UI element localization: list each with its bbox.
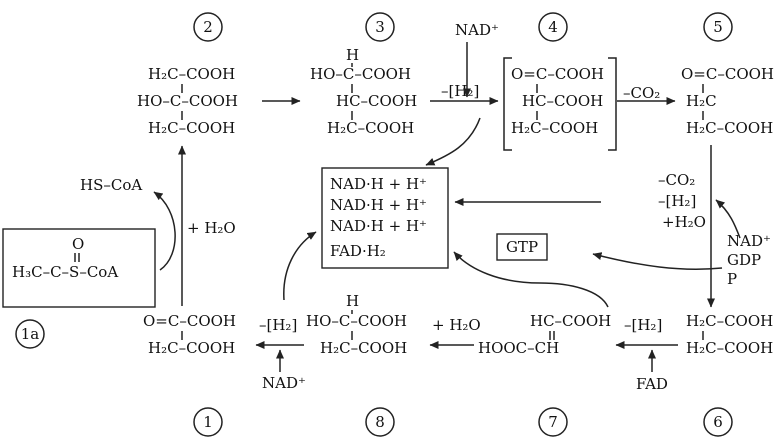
compound-3-row-1: H (346, 46, 359, 64)
compound-6-succinate: H₂C–COOH H₂C–COOH (686, 312, 773, 357)
compound-4-row-2: HC–COOH (522, 92, 603, 110)
compound-4-row-3: H₂C–COOH (511, 119, 598, 137)
number-6: 6 (703, 407, 733, 437)
compound-6-row-1: H₂C–COOH (686, 312, 773, 330)
arrow-fadh2-out (453, 251, 609, 308)
compound-7-row-1: HC–COOH (530, 312, 611, 330)
compound-1a-row: H₃C–C–S–CoA (12, 263, 118, 281)
compound-8-malate: H HO–C–COOH H₂C–COOH (306, 292, 407, 357)
compound-4-row-1: O=C–COOH (511, 65, 604, 83)
label-right-h2o: +H₂O (662, 213, 706, 231)
label-right-p: P (727, 270, 737, 288)
arrow-nadh-out-top (425, 117, 481, 166)
compound-5-row-1: O=C–COOH (681, 65, 774, 83)
products-nadh-2: NAD·H + H⁺ (330, 196, 427, 214)
compound-1a-acetyl-coa: O H₃C–C–S–CoA (2, 228, 156, 308)
compound-1-row-2: H₂C–COOH (148, 339, 235, 357)
arrow-hs-coa-release (153, 191, 176, 271)
label-fad: FAD (636, 375, 668, 393)
number-3: 3 (365, 12, 395, 42)
compound-3-isocitrate: H HO–C–COOH HC–COOH H₂C–COOH (310, 46, 417, 137)
label-right-nad: NAD⁺ (727, 232, 771, 250)
compound-3-row-4: H₂C–COOH (327, 119, 414, 137)
compound-8-row-3: H₂C–COOH (320, 339, 407, 357)
compound-7-row-2: HOOC–CH (478, 339, 559, 357)
arrow-nad-in-right (715, 199, 741, 239)
compound-3-row-3: HC–COOH (336, 92, 417, 110)
number-5-text: 5 (713, 18, 723, 36)
number-8: 8 (365, 407, 395, 437)
label-right-h2: –[H₂] (658, 192, 696, 210)
compound-3-row-2: HO–C–COOH (310, 65, 411, 83)
number-1: 1 (193, 407, 223, 437)
compound-2-row-1: H₂C–COOH (148, 65, 235, 83)
gtp-box: GTP (496, 233, 548, 261)
label-minus-h2-81: –[H₂] (259, 316, 297, 334)
compound-4-oxalosuccinate: O=C–COOH HC–COOH H₂C–COOH (503, 57, 617, 151)
label-nad-bottom: NAD⁺ (262, 374, 306, 392)
compound-8-row-2: HO–C–COOH (306, 312, 407, 330)
number-4-text: 4 (548, 18, 558, 36)
label-plus-h2o-b: + H₂O (432, 316, 481, 334)
gtp-label: GTP (506, 238, 538, 256)
products-nadh-3: NAD·H + H⁺ (330, 217, 427, 235)
label-right-co2: –CO₂ (658, 171, 695, 189)
products-fadh2: FAD·H₂ (330, 242, 386, 260)
arrow-nadh-out-bottom (283, 231, 317, 301)
number-2: 2 (193, 12, 223, 42)
arrow-gdp-to-gtp (592, 252, 723, 270)
number-8-text: 8 (375, 413, 385, 431)
number-3-text: 3 (375, 18, 385, 36)
label-minus-h2-67: –[H₂] (624, 316, 662, 334)
label-right-gdp: GDP (727, 251, 761, 269)
number-1-text: 1 (203, 413, 213, 431)
number-2-text: 2 (203, 18, 213, 36)
number-5: 5 (703, 12, 733, 42)
compound-5-row-3: H₂C–COOH (686, 119, 773, 137)
compound-5-row-2: H₂C (686, 92, 717, 110)
compound-2-row-3: H₂C–COOH (148, 119, 235, 137)
label-minus-co2-top: –CO₂ (623, 84, 660, 102)
compound-2-citrate: H₂C–COOH HO–C–COOH H₂C–COOH (137, 65, 238, 137)
label-nad-top: NAD⁺ (455, 21, 499, 39)
products-box: NAD·H + H⁺ NAD·H + H⁺ NAD·H + H⁺ FAD·H₂ (321, 167, 449, 269)
number-6-text: 6 (713, 413, 723, 431)
label-minus-h2-top: –[H₂] (441, 82, 479, 100)
compound-1-oxaloacetate: O=C–COOH H₂C–COOH (143, 312, 236, 357)
compound-6-row-2: H₂C–COOH (686, 339, 773, 357)
label-hs-coa: HS–CoA (80, 176, 142, 194)
number-1a-text: 1a (21, 325, 40, 343)
number-4: 4 (538, 12, 568, 42)
number-7-text: 7 (548, 413, 558, 431)
label-plus-h2o-a: + H₂O (187, 219, 236, 237)
number-1a: 1a (15, 319, 45, 349)
compound-8-row-1: H (346, 292, 359, 310)
compound-7-fumarate: HC–COOH HOOC–CH (478, 312, 611, 357)
number-7: 7 (538, 407, 568, 437)
products-nadh-1: NAD·H + H⁺ (330, 175, 427, 193)
compound-5-alpha-ketoglutarate: O=C–COOH H₂C H₂C–COOH (681, 65, 774, 137)
compound-1a-oxygen: O (72, 235, 84, 253)
compound-2-row-2: HO–C–COOH (137, 92, 238, 110)
compound-1-row-1: O=C–COOH (143, 312, 236, 330)
